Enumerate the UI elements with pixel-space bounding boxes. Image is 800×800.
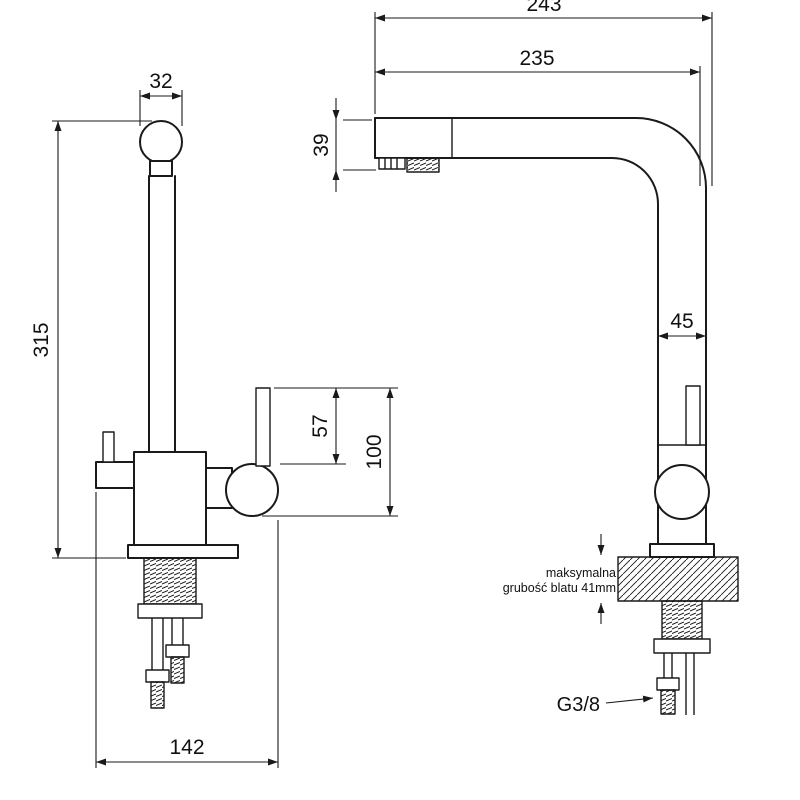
front-left-outlet: [95, 461, 135, 489]
side-view-dimensions: 243 235 39 45 maksymalna grubość blatu 4: [310, 0, 713, 716]
front-joint: [225, 463, 279, 517]
dim-overall-depth: 243: [374, 0, 713, 186]
front-view-dimensions: 32 315 57 100 142: [30, 70, 398, 768]
side-aerator: [378, 157, 406, 170]
thread-size-text: G3/8: [557, 694, 600, 716]
dim-label-lever-height: 57: [309, 414, 332, 437]
counter-thickness-note: maksymalna grubość blatu 41mm: [503, 534, 616, 624]
side-threaded-shank: [661, 600, 703, 640]
side-lever: [685, 385, 701, 446]
front-base-flange: [127, 544, 239, 559]
side-arm-inner: [374, 157, 659, 558]
counter-note-line2: grubość blatu 41mm: [503, 581, 616, 595]
dim-label-outlet-height: 100: [363, 434, 386, 469]
dim-label-spout-height: 39: [310, 133, 333, 156]
side-mounting-nut: [653, 638, 711, 654]
dim-label-overall-depth: 243: [526, 0, 561, 16]
side-arm-outer: [374, 117, 707, 558]
dim-knob-width: 32: [139, 70, 183, 126]
dim-spout-reach: 235: [375, 47, 701, 186]
side-base-flange: [649, 543, 715, 558]
front-body: [133, 451, 207, 546]
front-hose-left-fitting: [145, 669, 170, 683]
dim-spout-height: 39: [310, 98, 376, 192]
front-threaded-shank: [143, 557, 197, 605]
side-hose-fitting: [656, 677, 680, 691]
counter-note-line1: maksymalna: [546, 566, 616, 580]
dim-label-total-height: 315: [30, 322, 53, 357]
dim-label-column-width: 45: [670, 310, 693, 333]
countertop-section: [617, 556, 739, 602]
front-hose-right-fitting: [165, 644, 190, 658]
dim-lever-height: 57: [274, 387, 398, 465]
front-mounting-nut: [137, 603, 203, 619]
front-view: [95, 120, 279, 709]
dim-label-knob-width: 32: [149, 70, 172, 93]
front-lever: [255, 387, 271, 467]
dim-base-width: 142: [95, 492, 279, 768]
thread-size-label: G3/8: [557, 694, 654, 716]
dim-column-width: 45: [658, 310, 706, 340]
front-knob-neck: [149, 160, 173, 177]
front-knob: [139, 120, 183, 164]
side-aerator-spray: [406, 157, 440, 173]
side-view: [374, 117, 739, 715]
dim-label-base-width: 142: [169, 736, 204, 759]
side-valve-cap: [654, 464, 710, 520]
dim-outlet-height: 100: [262, 388, 398, 517]
dim-total-height: 315: [30, 120, 152, 559]
dim-label-spout-reach: 235: [519, 47, 554, 70]
front-left-handle: [102, 431, 115, 463]
